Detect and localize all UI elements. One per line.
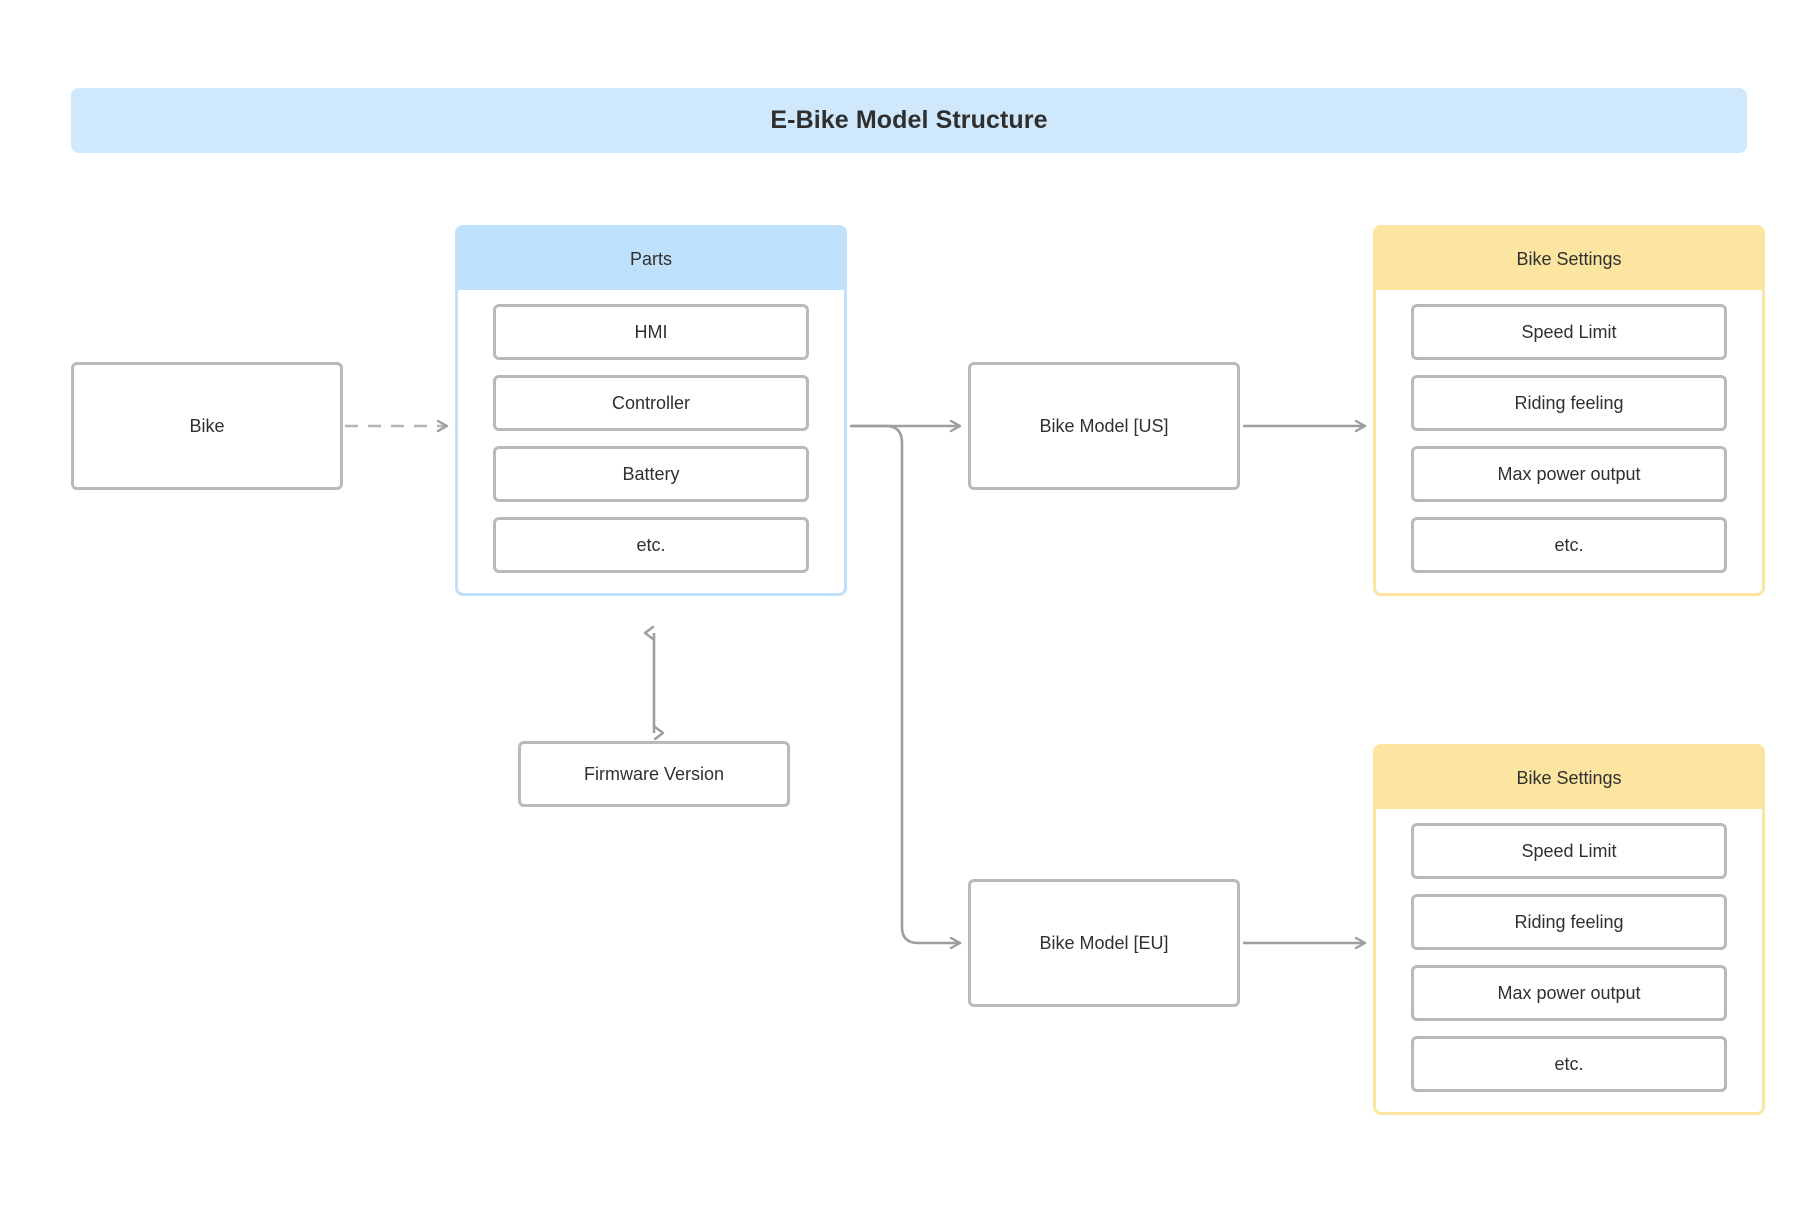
parts-item-battery[interactable]: Battery xyxy=(493,446,809,502)
node-bike[interactable]: Bike xyxy=(71,362,343,490)
node-bike-model-eu-label: Bike Model [EU] xyxy=(1039,932,1169,953)
settings-us-item-speed-limit[interactable]: Speed Limit xyxy=(1411,304,1727,360)
node-bike-model-eu[interactable]: Bike Model [EU] xyxy=(968,879,1240,1007)
parts-item-etc[interactable]: etc. xyxy=(493,517,809,573)
panel-bike-settings-eu-header: Bike Settings xyxy=(1376,747,1762,809)
settings-eu-item-riding-feeling[interactable]: Riding feeling xyxy=(1411,894,1727,950)
settings-us-item-max-power-output[interactable]: Max power output xyxy=(1411,446,1727,502)
settings-eu-item-max-power-output[interactable]: Max power output xyxy=(1411,965,1727,1021)
node-firmware-version-label: Firmware Version xyxy=(583,763,725,784)
node-bike-model-us-label: Bike Model [US] xyxy=(1039,415,1169,436)
settings-eu-item-etc[interactable]: etc. xyxy=(1411,1036,1727,1092)
parts-item-controller[interactable]: Controller xyxy=(493,375,809,431)
parts-item-hmi[interactable]: HMI xyxy=(493,304,809,360)
panel-parts-header: Parts xyxy=(458,228,844,290)
node-bike-model-us[interactable]: Bike Model [US] xyxy=(968,362,1240,490)
settings-us-item-etc[interactable]: etc. xyxy=(1411,517,1727,573)
panel-bike-settings-us[interactable]: Bike Settings Speed Limit Riding feeling… xyxy=(1373,225,1765,596)
connector-parts-to-model-eu xyxy=(849,424,962,943)
panel-bike-settings-eu[interactable]: Bike Settings Speed Limit Riding feeling… xyxy=(1373,744,1765,1115)
page-title: E-Bike Model Structure xyxy=(770,106,1048,134)
settings-us-item-riding-feeling[interactable]: Riding feeling xyxy=(1411,375,1727,431)
node-bike-label: Bike xyxy=(189,415,225,436)
panel-bike-settings-eu-body: Speed Limit Riding feeling Max power out… xyxy=(1376,809,1762,1112)
node-firmware-version[interactable]: Firmware Version xyxy=(518,741,790,807)
panel-parts[interactable]: Parts HMI Controller Battery etc. xyxy=(455,225,847,596)
panel-bike-settings-us-body: Speed Limit Riding feeling Max power out… xyxy=(1376,290,1762,593)
panel-bike-settings-us-header: Bike Settings xyxy=(1376,228,1762,290)
panel-parts-body: HMI Controller Battery etc. xyxy=(458,290,844,593)
settings-eu-item-speed-limit[interactable]: Speed Limit xyxy=(1411,823,1727,879)
page-title-banner: E-Bike Model Structure xyxy=(71,88,1747,153)
